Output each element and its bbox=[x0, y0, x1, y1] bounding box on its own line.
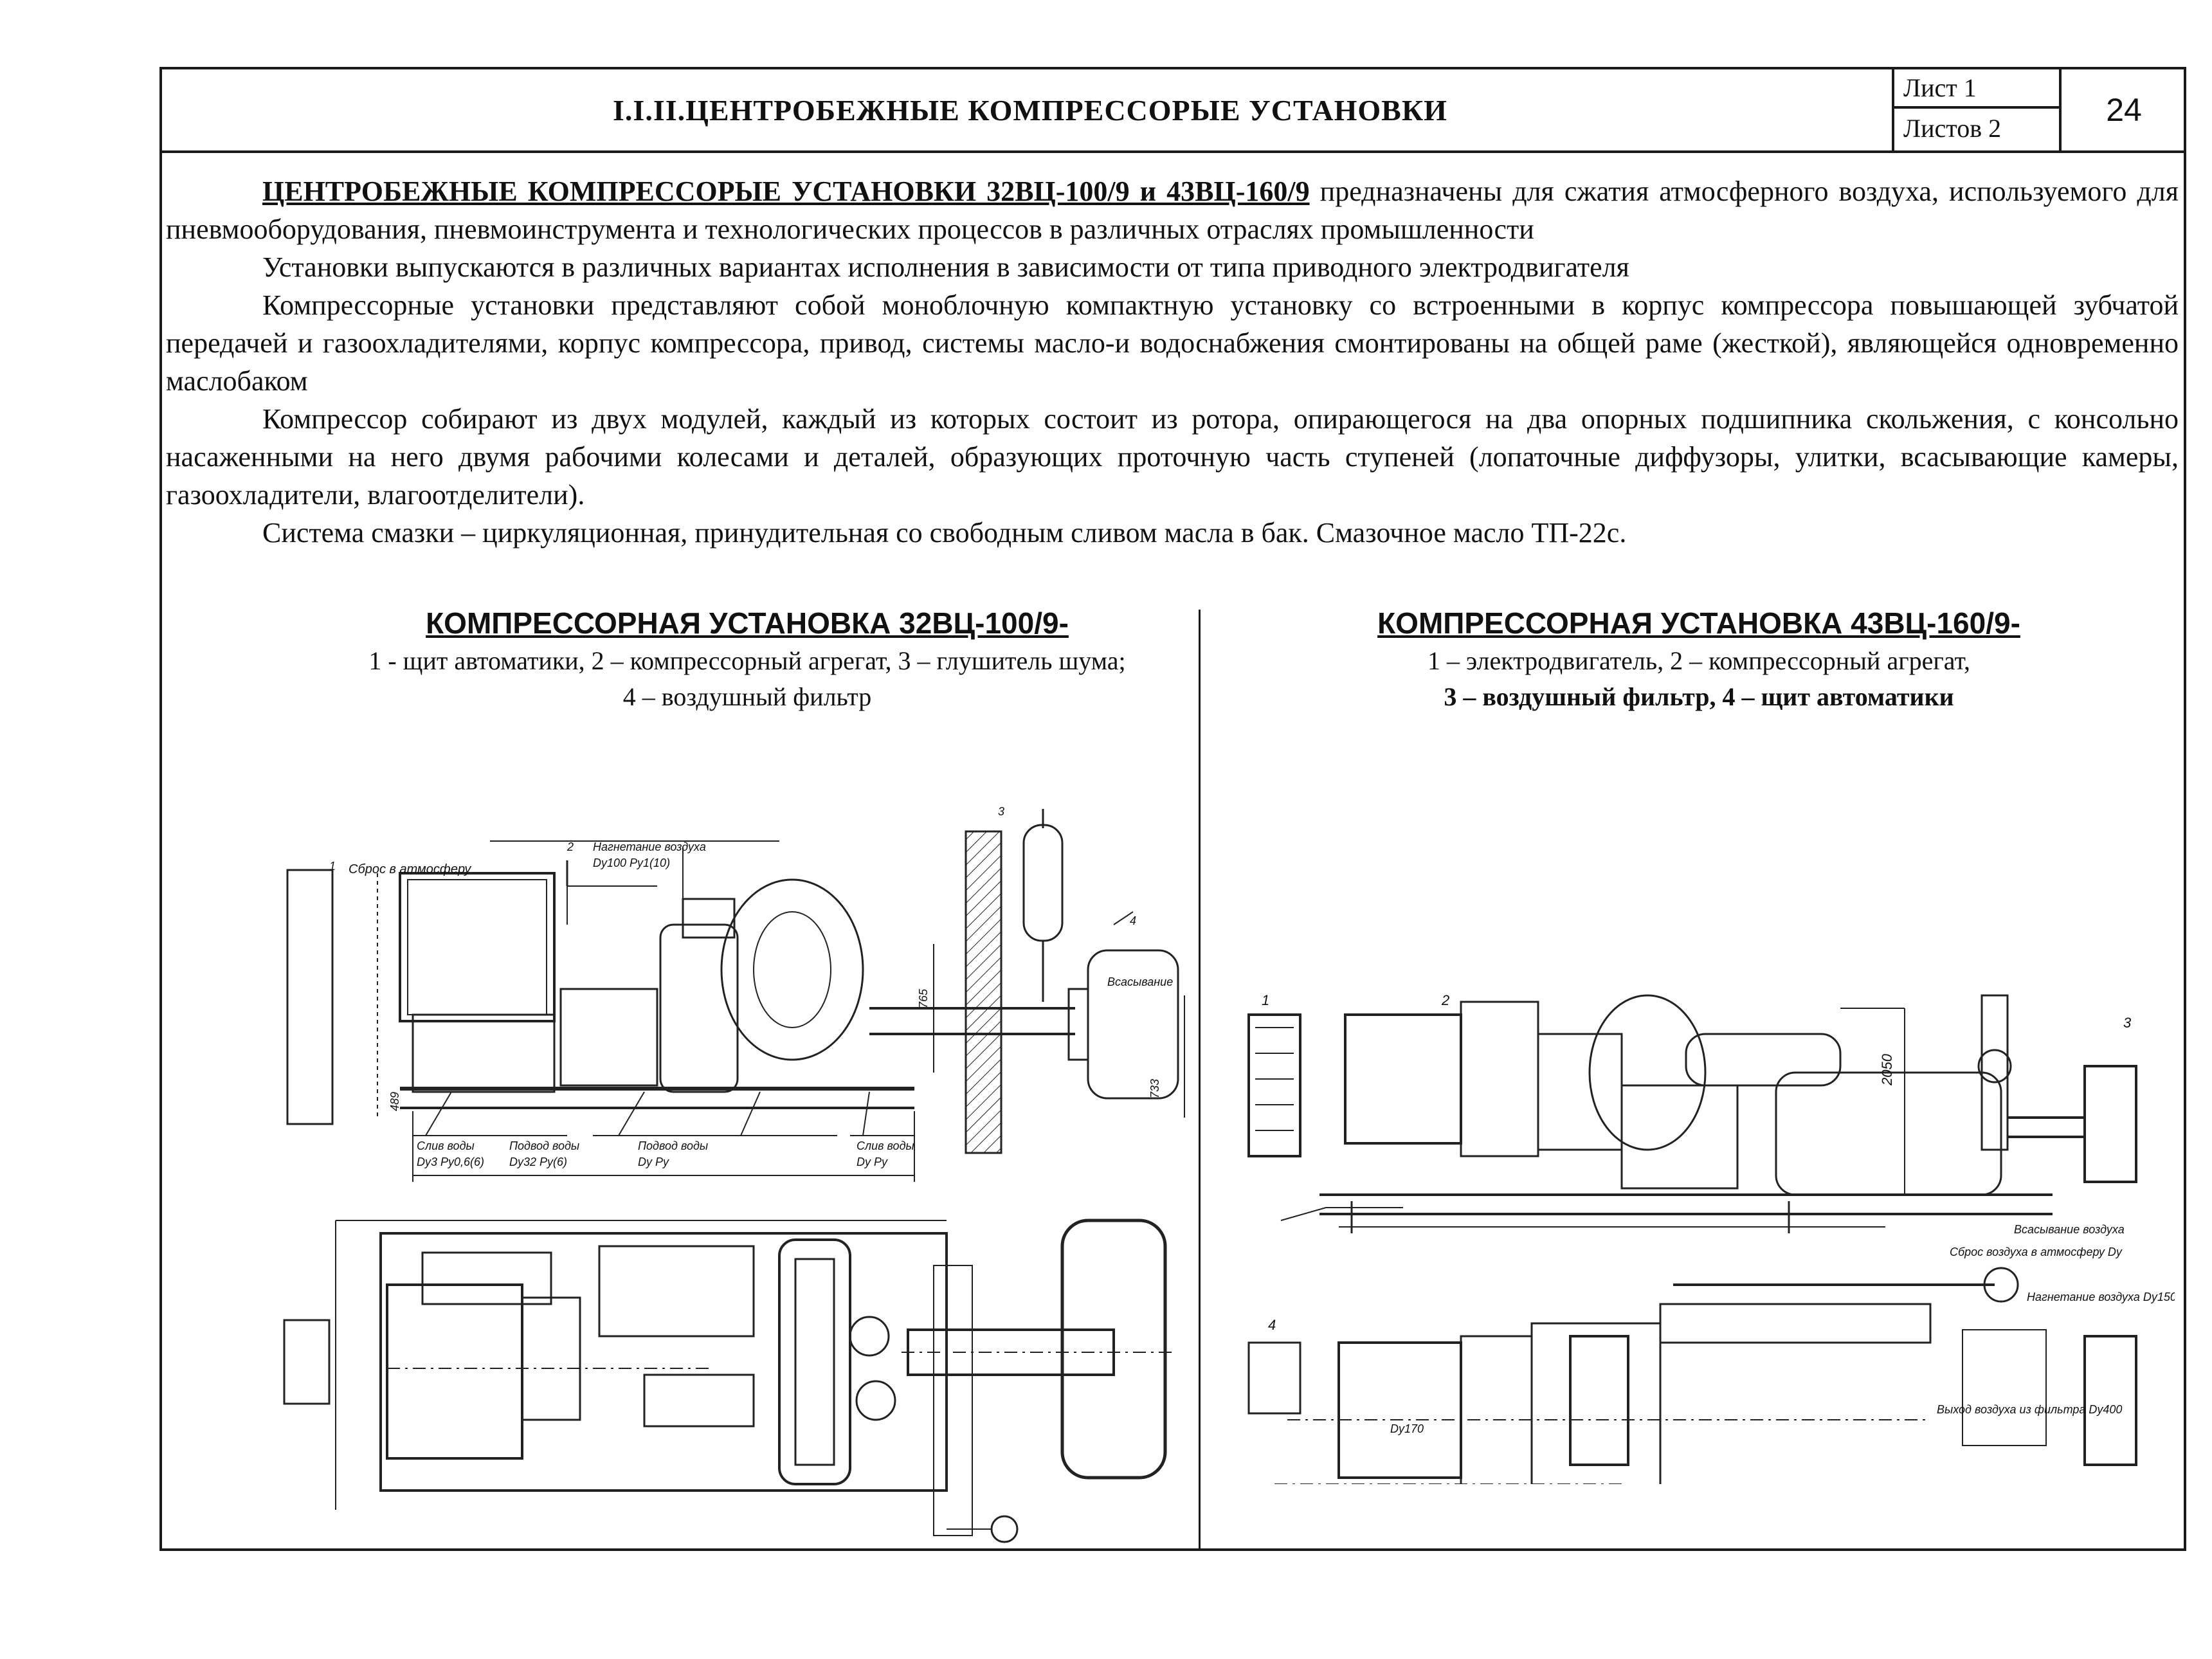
right-label-discharge: Сброс воздуха в атмосферу Dу bbox=[1950, 1246, 2123, 1258]
intro-paragraph-2: Установки выпускаются в различных вариан… bbox=[262, 251, 1629, 283]
left-label-4: 4 bbox=[1130, 914, 1136, 927]
right-label-dn170: Dу170 bbox=[1390, 1422, 1424, 1435]
drawing-frame: I.I.II.ЦЕНТРОБЕЖНЫЕ КОМПРЕССОРЫЕ УСТАНОВ… bbox=[159, 67, 2186, 1551]
intro-lead-rest: предназначены для сжатия атмосферного во… bbox=[166, 176, 2179, 245]
right-label-3: 3 bbox=[2123, 1015, 2132, 1031]
intro-paragraph-5: Система смазки – циркуляционная, принуди… bbox=[262, 517, 1627, 548]
left-section-title: КОМПРЕССОРНАЯ УСТАНОВКА 32ВЦ-100/9- bbox=[426, 606, 1069, 640]
left-label-1: 1 bbox=[329, 860, 336, 873]
intro-paragraph-1: ЦЕНТРОБЕЖНЫЕ КОМПРЕССОРЫЕ УСТАНОВКИ 32ВЦ… bbox=[166, 172, 2179, 248]
sheet-number: Лист 1 bbox=[1894, 69, 2059, 109]
page-number: 24 bbox=[2059, 69, 2186, 150]
left-plan-view bbox=[283, 1219, 1172, 1543]
right-label-intake: Всасывание воздуха bbox=[2014, 1223, 2125, 1236]
intro-lead: ЦЕНТРОБЕЖНЫЕ КОМПРЕССОРЫЕ УСТАНОВКИ 32ВЦ… bbox=[262, 176, 1310, 207]
right-label-filter-out: Выход воздуха из фильтра Dу400 bbox=[1937, 1403, 2122, 1416]
left-label-water-in2-dn: Dу Pу bbox=[638, 1156, 669, 1168]
left-label-discharge: Сброс в атмосферу bbox=[349, 862, 471, 876]
right-section-heading: КОМПРЕССОРНАЯ УСТАНОВКА 43ВЦ-160/9- 1 – … bbox=[1210, 603, 2188, 715]
left-label-pressure: Нагнетание воздуха bbox=[593, 840, 706, 853]
right-caption-2: 3 – воздушный фильтр, 4 – щит автоматики bbox=[1444, 682, 1954, 711]
left-label-drain2-dn: Dу Pу bbox=[857, 1156, 888, 1168]
right-label-2: 2 bbox=[1441, 992, 1449, 1008]
page-title: I.I.II.ЦЕНТРОБЕЖНЫЕ КОМПРЕССОРЫЕ УСТАНОВ… bbox=[613, 93, 1447, 127]
left-label-drain2: Слив воды bbox=[857, 1139, 914, 1152]
section-divider bbox=[1199, 610, 1201, 1548]
right-technical-drawing: 1 2 3 4 2050 Всасывание воздуха Сброс во… bbox=[1223, 925, 2175, 1484]
right-label-1: 1 bbox=[1262, 992, 1269, 1008]
right-section-title: КОМПРЕССОРНАЯ УСТАНОВКА 43ВЦ-160/9- bbox=[1377, 606, 2020, 640]
left-technical-drawing: 1 Сброс в атмосферу 2 Нагнетание воздуха… bbox=[258, 732, 1191, 1548]
right-plan-view bbox=[1247, 1267, 2137, 1484]
intro-paragraph-4: Компрессор собирают из двух модулей, каж… bbox=[166, 403, 2179, 511]
left-label-drain1-dn: Dу3 Pу0,6(6) bbox=[417, 1156, 484, 1168]
left-label-3: 3 bbox=[998, 805, 1004, 818]
left-label-intake: Всасывание bbox=[1107, 975, 1173, 988]
intro-text: ЦЕНТРОБЕЖНЫЕ КОМПРЕССОРЫЕ УСТАНОВКИ 32ВЦ… bbox=[166, 172, 2179, 552]
left-section-heading: КОМПРЕССОРНАЯ УСТАНОВКА 32ВЦ-100/9- 1 - … bbox=[233, 603, 1262, 715]
left-caption-2: 4 – воздушный фильтр bbox=[622, 682, 872, 711]
title-block: I.I.II.ЦЕНТРОБЕЖНЫЕ КОМПРЕССОРЫЕ УСТАНОВ… bbox=[162, 69, 2184, 153]
right-elevation-view bbox=[1247, 994, 2137, 1233]
right-label-4: 4 bbox=[1268, 1317, 1276, 1333]
right-label-pressure: Нагнетание воздуха Dу150 bbox=[2027, 1291, 2175, 1303]
left-label-2: 2 bbox=[567, 840, 574, 853]
sheets-total: Листов 2 bbox=[1903, 114, 2002, 143]
left-dim-765: 765 bbox=[917, 988, 930, 1008]
intro-paragraph-3: Компрессорные установки представляют соб… bbox=[166, 289, 2179, 397]
right-caption-1: 1 – электродвигатель, 2 – компрессорный … bbox=[1428, 646, 1970, 675]
left-elevation-view bbox=[286, 809, 1185, 1182]
right-dim-2050: 2050 bbox=[1879, 1053, 1895, 1086]
left-label-pressure-dn: Dу100 Pу1(10) bbox=[593, 857, 670, 869]
left-dim-733: 733 bbox=[1148, 1079, 1161, 1098]
left-label-water-in: Подвод воды bbox=[509, 1139, 579, 1152]
left-label-water-in-dn: Dу32 Pу(6) bbox=[509, 1156, 567, 1168]
left-dim-489: 489 bbox=[388, 1092, 401, 1111]
left-label-drain1: Слив воды bbox=[417, 1139, 475, 1152]
sheet-info: Лист 1 Листов 2 bbox=[1892, 69, 2059, 150]
left-label-water-in2: Подвод воды bbox=[638, 1139, 708, 1152]
left-caption-1: 1 - щит автоматики, 2 – компрессорный аг… bbox=[368, 646, 1126, 675]
